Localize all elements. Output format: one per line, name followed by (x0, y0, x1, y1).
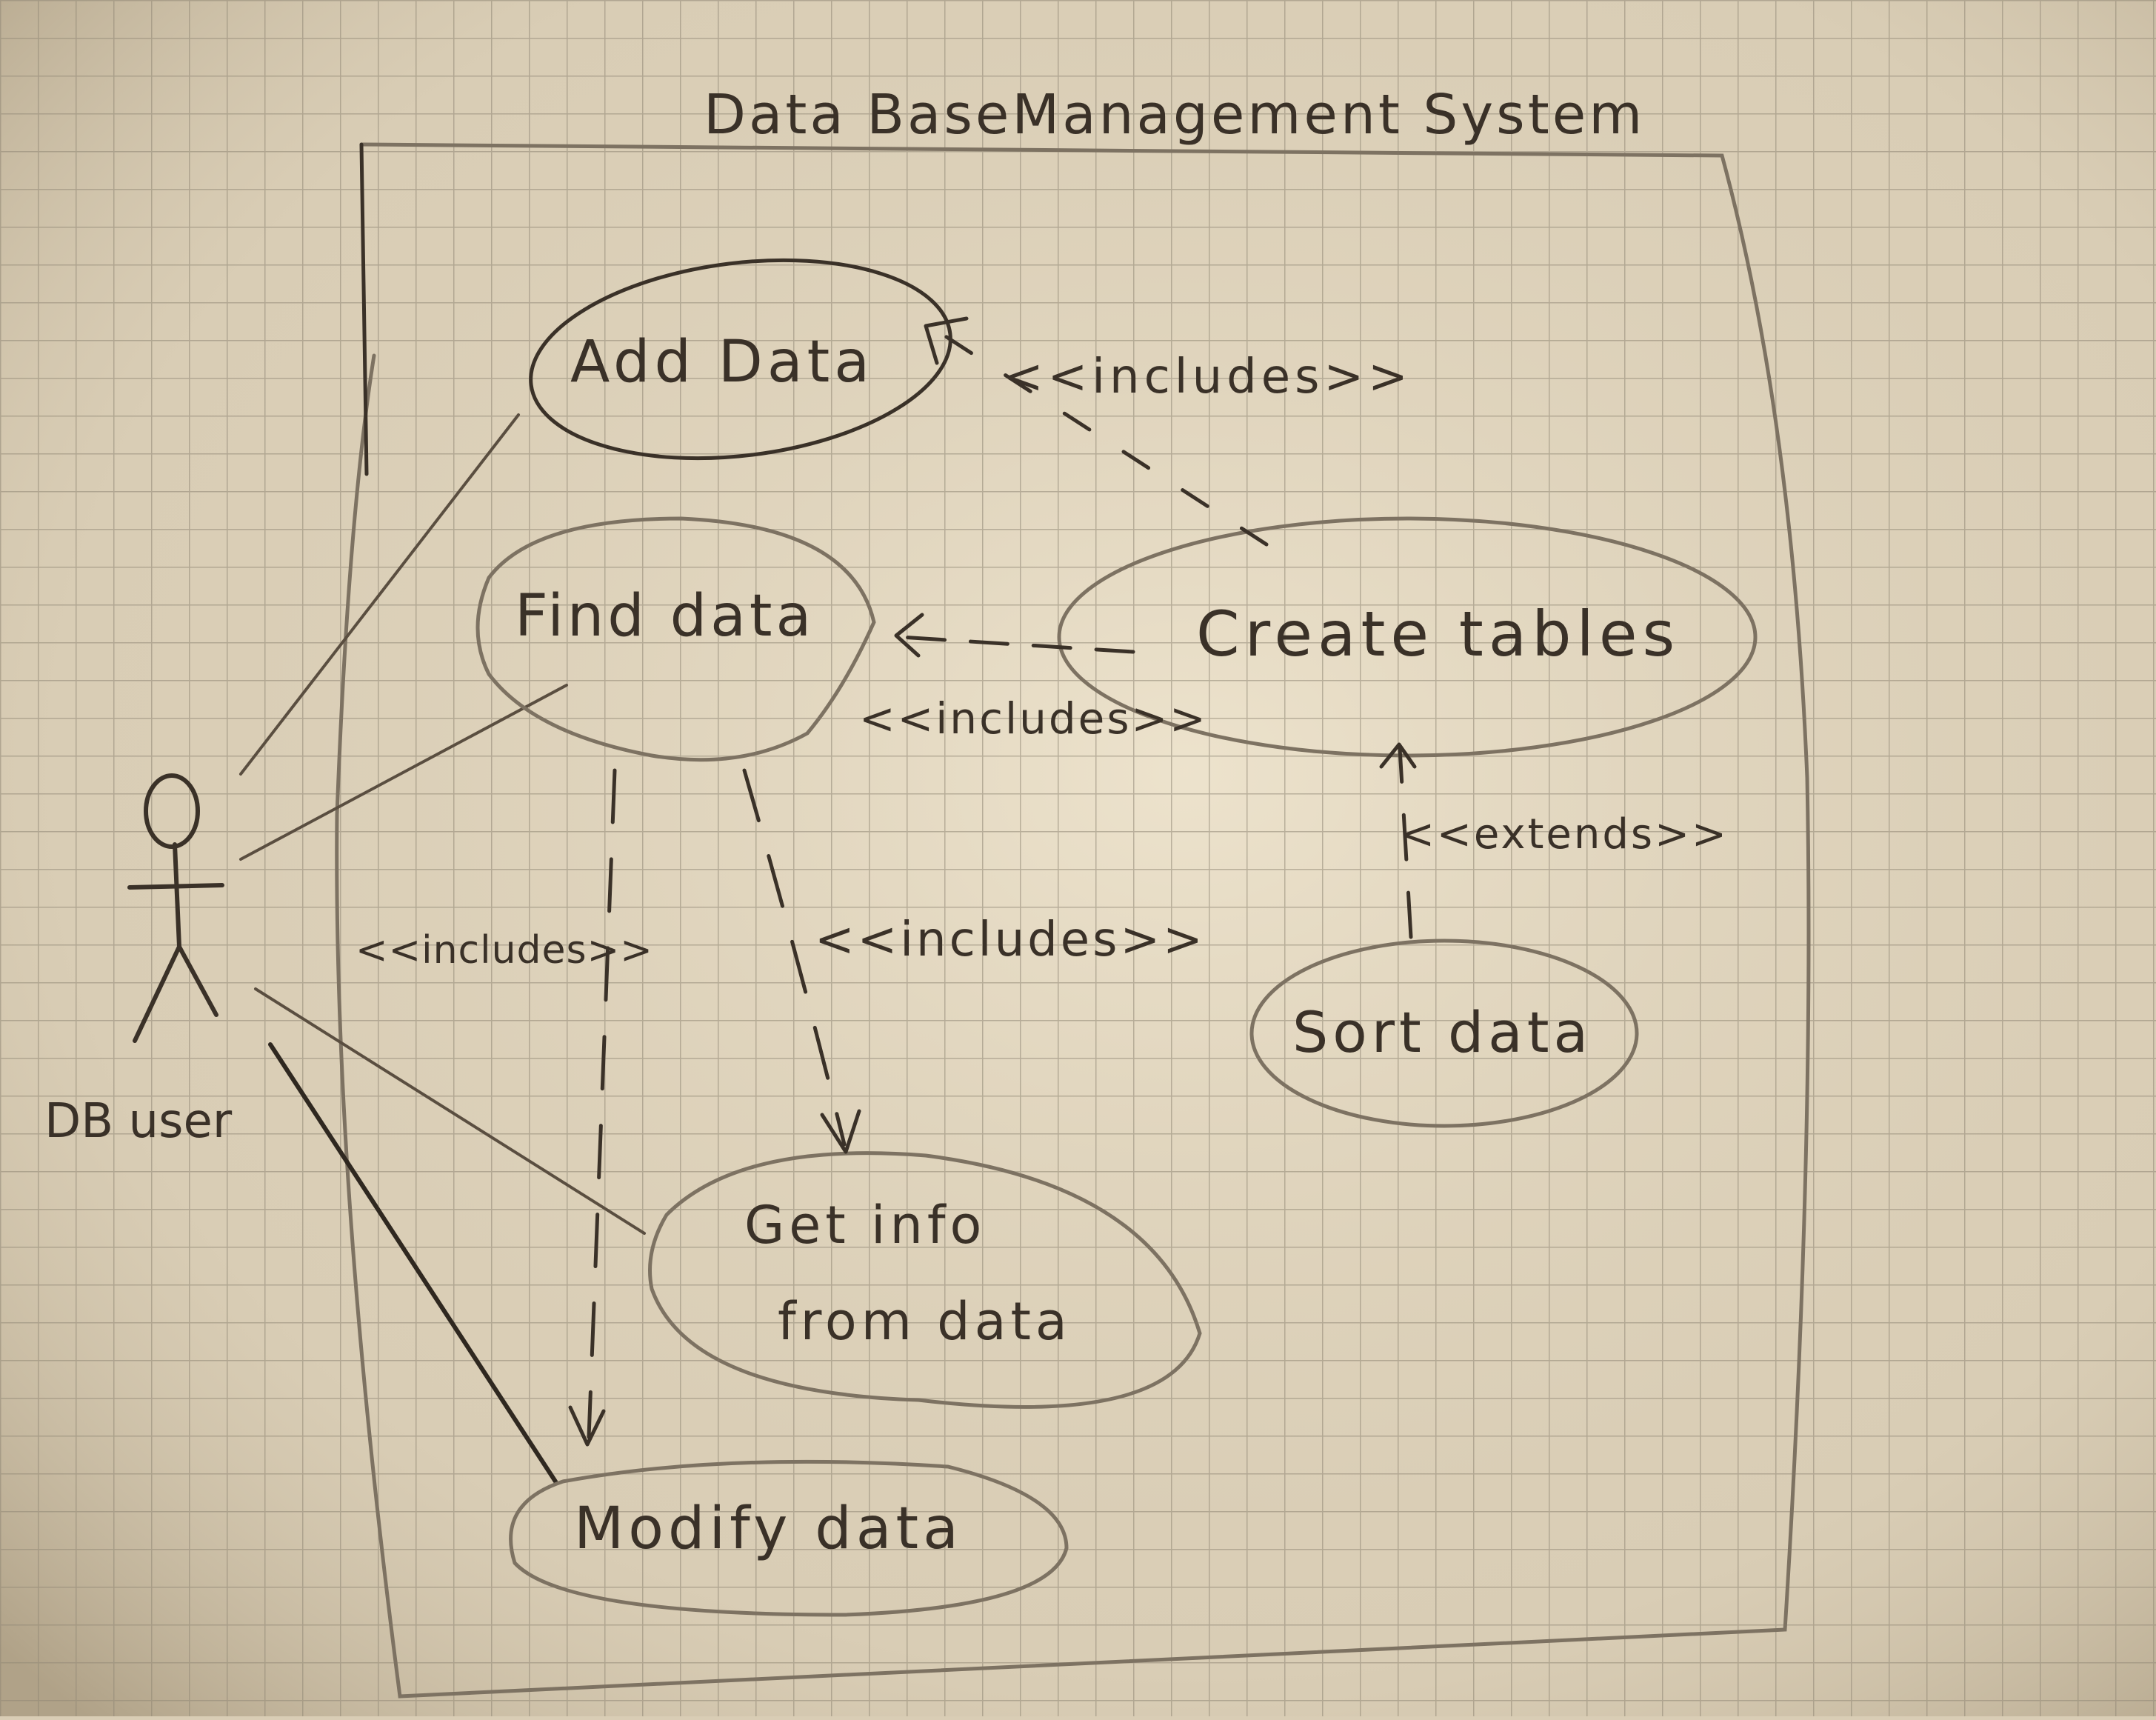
system-boundary-left-edge (359, 142, 369, 476)
actor-head-icon (144, 773, 200, 849)
assoc-find-data (239, 684, 568, 861)
actor-db-user[interactable] (127, 773, 224, 1043)
dependency-find-getinfo (742, 768, 847, 1147)
system-boundary (335, 142, 1811, 1699)
use-case-oval (475, 516, 876, 762)
label-find-to-modify: <<includes>> (356, 928, 653, 973)
assoc-modify-data (268, 1042, 558, 1484)
label-create-to-find: <<includes>> (859, 693, 1208, 744)
use-case-oval (529, 258, 952, 461)
use-case-sort-data[interactable]: Sort data (1249, 939, 1639, 1128)
label-create-to-add: <<includes>> (1004, 350, 1412, 404)
actor-body (173, 842, 181, 949)
use-case-label: Create tables (1196, 598, 1680, 670)
actor-arms (127, 883, 224, 890)
use-case-get-info[interactable]: Get info from data (648, 1151, 1202, 1409)
associations (239, 413, 646, 1484)
use-case-label: Add Data (570, 329, 874, 396)
dependency-find-modify (587, 768, 617, 1439)
use-case-add-data[interactable]: Add Data (519, 238, 961, 481)
system-title: Data BaseManagement System (704, 83, 1645, 147)
dependency-sort-create (1398, 746, 1413, 939)
label-sort-to-create: <<extends>> (1400, 810, 1729, 859)
use-case-create-tables[interactable]: Create tables (1057, 516, 1758, 758)
use-case-label-line2: from data (778, 1291, 1072, 1352)
use-case-label: Sort data (1292, 999, 1592, 1065)
assoc-add-data (239, 413, 520, 776)
dependency-create-find-arrowhead (894, 613, 924, 658)
use-case-find-data[interactable]: Find data (475, 516, 876, 762)
use-case-label: Find data (515, 583, 815, 650)
actor-right-leg (177, 944, 218, 1017)
dependency-sort-create-arrowhead (1379, 742, 1417, 769)
actor-left-leg (133, 944, 181, 1043)
use-case-label-line1: Get info (744, 1195, 986, 1256)
label-find-to-getinfo: <<includes>> (815, 913, 1206, 967)
dependency-create-find (898, 635, 1135, 654)
dependency-find-getinfo-arrowhead (820, 1109, 861, 1154)
actor-label: DB user (44, 1094, 233, 1149)
use-case-oval (1249, 939, 1639, 1128)
dependency-create-add-arrowhead (924, 316, 969, 365)
use-case-label: Modify data (574, 1496, 963, 1562)
use-case-oval (509, 1459, 1069, 1617)
use-case-modify-data[interactable]: Modify data (509, 1459, 1069, 1617)
dependencies (568, 316, 1417, 1447)
use-case-oval (648, 1151, 1202, 1409)
assoc-get-info (254, 987, 646, 1235)
dependency-find-modify-arrowhead (568, 1405, 606, 1447)
